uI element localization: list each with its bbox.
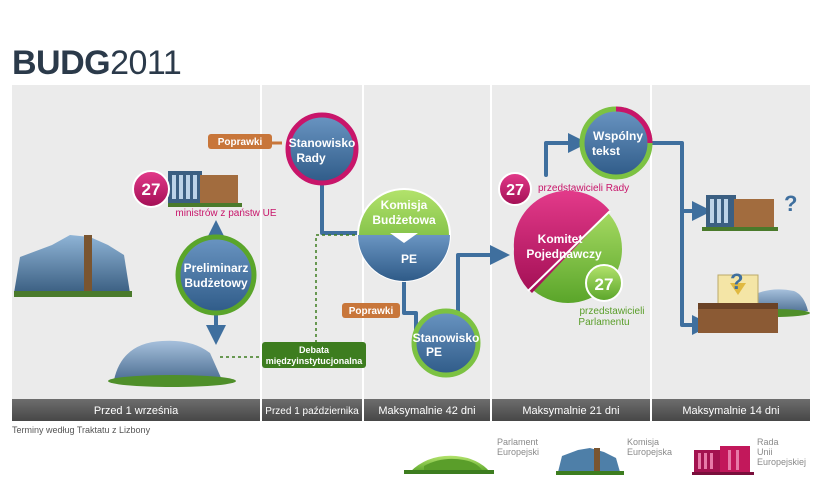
phase-label: Maksymalnie 42 dni <box>378 405 475 417</box>
parliament-reps-label: Parlamentu <box>578 317 629 328</box>
footnote: Terminy według Traktatu z Lizbony <box>12 425 151 435</box>
connector-wspolny-to-outcomes <box>648 141 712 335</box>
parliament-building-icon <box>108 340 236 387</box>
question-mark: ? <box>730 269 743 294</box>
svg-text:Poprawki: Poprawki <box>218 137 263 148</box>
legend-commission-icon <box>556 448 624 475</box>
phase-label: Maksymalnie 14 dni <box>682 405 779 417</box>
svg-text:Stanowisko: Stanowisko <box>413 331 480 345</box>
stanowisko-rady-node: Stanowisko Rady <box>285 112 359 186</box>
ballot-box-icon <box>698 274 810 333</box>
svg-text:tekst: tekst <box>592 144 620 158</box>
svg-text:Stanowisko: Stanowisko <box>289 136 356 150</box>
phase-bar: Przed 1 września Przed 1 października Ma… <box>12 399 810 421</box>
poprawki-tag: Poprawki <box>342 303 400 318</box>
svg-text:Wspólny: Wspólny <box>593 129 643 143</box>
phase-label: Maksymalnie 21 dni <box>522 405 619 417</box>
ministers-label: ministrów z państw UE <box>175 208 276 219</box>
wspolny-tekst-node: Wspólny tekst <box>579 106 653 180</box>
svg-text:Poprawki: Poprawki <box>349 306 394 317</box>
debata-tag: Debata międzyinstytucjonalna <box>262 342 366 368</box>
council-building-icon <box>168 171 242 207</box>
council-reps-count: 27 <box>506 182 524 199</box>
ministers-badge: 27 <box>132 170 170 208</box>
question-mark: ? <box>784 191 797 216</box>
parliament-reps-badge: 27 <box>585 264 623 302</box>
ministers-count: 27 <box>142 180 161 199</box>
svg-text:Pojednawczy: Pojednawczy <box>526 247 602 261</box>
poprawki-tag: Poprawki <box>208 134 272 149</box>
legend-parliament-icon <box>404 455 494 474</box>
connector-komitet-to-wspolny <box>544 133 588 177</box>
svg-text:Budżetowa: Budżetowa <box>372 213 436 227</box>
commission-building-icon <box>14 235 132 297</box>
phase-label: Przed 1 września <box>94 405 179 417</box>
svg-text:Komisja: Komisja <box>381 198 428 212</box>
svg-text:międzyinstytucjonalna: międzyinstytucjonalna <box>266 356 364 366</box>
parliament-reps-label: przedstawicieli <box>579 306 644 317</box>
legend-council-icon <box>692 446 754 475</box>
connector-komisja-to-pe <box>402 269 418 337</box>
svg-text:Budżetowy: Budżetowy <box>184 276 248 290</box>
svg-text:Rady: Rady <box>296 151 326 165</box>
budget-procedure-diagram: Przed 1 września Przed 1 października Ma… <box>12 85 810 421</box>
komisja-budzetowa-node: Komisja Budżetowa PE <box>357 188 451 282</box>
connector-rady-to-komisja <box>320 181 376 235</box>
preliminarz-node: Preliminarz Budżetowy <box>175 234 257 316</box>
svg-text:Preliminarz: Preliminarz <box>184 261 249 275</box>
stanowisko-pe-node: Stanowisko PE <box>411 308 481 378</box>
council-reps-label: przedstawicieli Rady <box>538 183 629 194</box>
svg-text:PE: PE <box>426 345 442 359</box>
connector-debata-line <box>220 234 374 358</box>
svg-text:Debata: Debata <box>299 345 330 355</box>
council-building-outcome-icon <box>702 195 778 231</box>
phase-panel <box>652 85 810 399</box>
council-reps-badge: 27 <box>498 172 532 206</box>
page-title: BUDG2011 <box>12 44 182 82</box>
parliament-reps-count: 27 <box>595 275 614 294</box>
phase-label: Przed 1 października <box>265 406 359 417</box>
svg-text:Komitet: Komitet <box>538 232 583 246</box>
svg-text:PE: PE <box>401 252 417 266</box>
